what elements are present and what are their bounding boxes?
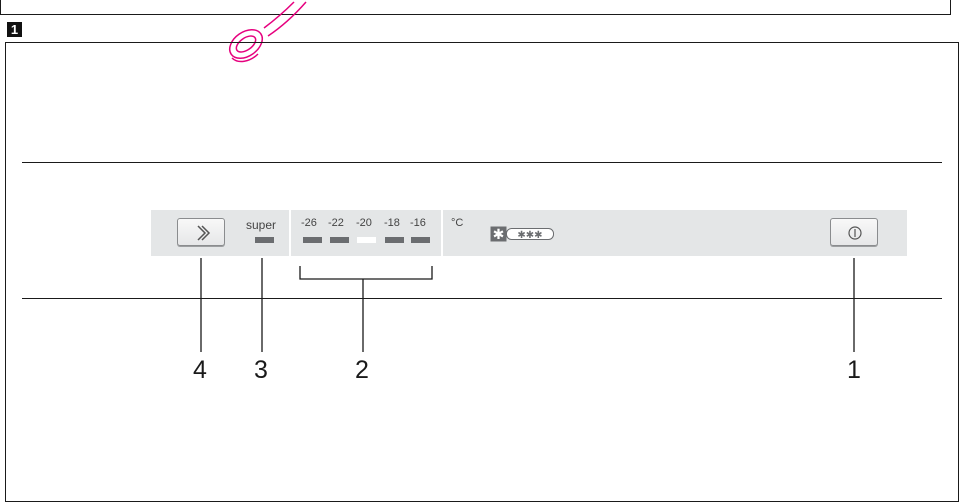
svg-text:✱✱✱: ✱✱✱ [517,230,542,241]
callout-2: 2 [355,356,369,384]
temp-segment [303,237,322,243]
on-off-button[interactable] [830,218,878,246]
super-freeze-indicator [255,237,274,243]
freezer-star-rating-icon: ✱ ✱✱✱ [490,226,554,242]
temp-label: -26 [301,217,317,229]
temp-label: -18 [384,217,400,229]
temp-segment [385,237,404,243]
temp-segment-active [357,237,376,243]
panel-divider [441,210,443,256]
temp-segment [330,237,349,243]
power-icon [848,226,862,240]
temp-label: -20 [356,217,372,229]
super-label: super [246,218,277,232]
callout-3: 3 [254,356,268,384]
temp-segment [411,237,430,243]
chevron-right-double-icon [197,225,211,241]
top-frame-edge [0,0,951,15]
callout-4: 4 [193,356,207,384]
appliance-edge-bottom [22,298,942,299]
temp-label: -22 [328,217,344,229]
callout-1: 1 [847,356,861,384]
appliance-edge-top [22,162,942,163]
panel-divider [289,210,291,256]
figure-number: 1 [7,22,22,37]
setting-button[interactable] [177,218,225,246]
callout-leader-lines [200,258,855,352]
svg-text:✱: ✱ [493,227,505,242]
temp-label: -16 [410,217,426,229]
stamp-mark [228,1,307,63]
unit-label: °C [451,217,464,229]
